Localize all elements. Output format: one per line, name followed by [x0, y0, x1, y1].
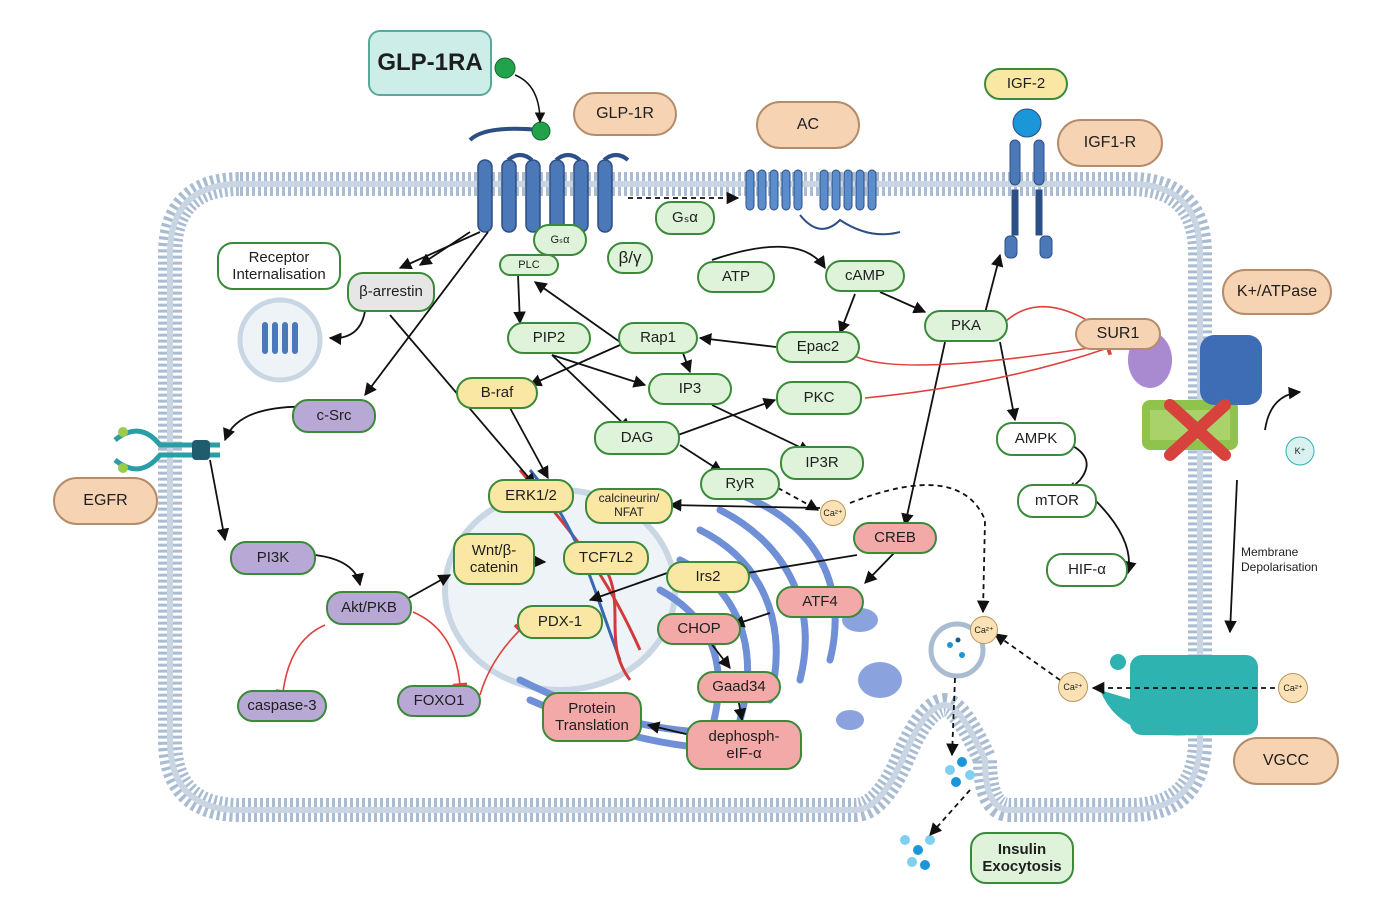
hif-alpha-node: HIF-α: [1046, 553, 1128, 587]
igf1-receptor-icon: [1004, 108, 1053, 259]
glp1r-label: GLP-1R: [573, 92, 677, 136]
internalised-receptor-icon: [237, 297, 323, 383]
glp1-receptor-icon: [468, 126, 630, 233]
foxo1-node: FOXO1: [397, 685, 481, 717]
chop-node: CHOP: [657, 613, 741, 645]
cell-membrane: [158, 172, 1212, 822]
wnt-beta-catenin-node: Wnt/β- catenin: [453, 533, 535, 585]
caspase3-node: caspase-3: [237, 690, 327, 722]
igf2-label: IGF-2: [984, 68, 1068, 100]
calcineurin-nfat-node: calcineurin/ NFAT: [585, 488, 673, 524]
katpase-label: K+/ATPase: [1222, 269, 1332, 315]
bound-ligand-icon: [531, 121, 551, 141]
calcium-ion-extracellular: Ca²⁺: [1278, 673, 1308, 703]
calcium-ion-cytosol: Ca²⁺: [1058, 672, 1088, 702]
pka-node: PKA: [924, 310, 1008, 342]
braf-node: B-raf: [456, 377, 538, 409]
ryr-node: RyR: [700, 468, 780, 500]
calcium-ion-er: Ca²⁺: [820, 500, 846, 526]
plc-label: PLC: [499, 254, 559, 276]
pip2-node: PIP2: [507, 322, 591, 354]
akt-pkb-node: Akt/PKB: [326, 591, 412, 625]
dephosph-eif-node: dephosph- eIF-α: [686, 720, 802, 770]
calcium-ion-vesicle: Ca²⁺: [970, 616, 998, 644]
insulin-exocytosis-node: Insulin Exocytosis: [970, 832, 1074, 884]
potassium-ion: K⁺: [1294, 445, 1306, 456]
atf4-node: ATF4: [776, 586, 864, 618]
irs2-node: Irs2: [666, 561, 750, 593]
vgcc-icon: [1100, 654, 1258, 736]
beta-arrestin-node: β-arrestin: [347, 272, 435, 312]
mtor-node: mTOR: [1017, 484, 1097, 518]
epac2-node: Epac2: [776, 331, 860, 363]
sur1-label: SUR1: [1075, 318, 1161, 350]
igf1r-label: IGF1-R: [1057, 119, 1163, 167]
ligand-icon: [494, 57, 516, 79]
egfr-icon: [113, 427, 220, 473]
rap1-node: Rap1: [618, 322, 698, 354]
insulin-vesicles-icon: [900, 621, 986, 870]
protein-translation-node: Protein Translation: [542, 692, 642, 742]
egfr-label: EGFR: [53, 477, 158, 525]
beta-gamma-subunit: β/γ: [607, 242, 653, 274]
dag-node: DAG: [594, 421, 680, 455]
ampk-node: AMPK: [996, 422, 1076, 456]
ip3r-node: IP3R: [780, 446, 864, 480]
adenylate-cyclase-icon: [745, 169, 901, 236]
creb-node: CREB: [853, 522, 937, 554]
receptor-internalisation: Receptor Internalisation: [217, 242, 341, 290]
gs-alpha-bound: Gₛα: [533, 224, 587, 256]
ip3-node: IP3: [648, 373, 732, 405]
activation-arrows: [209, 231, 1302, 736]
gaad34-node: Gaad34: [697, 671, 781, 703]
atp-node: ATP: [697, 261, 775, 293]
vgcc-label: VGCC: [1233, 737, 1339, 785]
c-src-node: c-Src: [292, 399, 376, 433]
katp-channel-icon: [1128, 332, 1315, 466]
pdx1-node: PDX-1: [517, 605, 603, 639]
membrane-depolarisation-label: Membrane Depolarisation: [1241, 545, 1318, 574]
camp-node: cAMP: [825, 260, 905, 292]
dashed-arrows: [628, 191, 1275, 836]
pkc-node: PKC: [776, 381, 862, 415]
ac-label: AC: [756, 101, 860, 149]
glp1ra-label: GLP-1RA: [368, 30, 492, 96]
gs-alpha-outer: Gₛα: [655, 201, 715, 235]
erk12-node: ERK1/2: [488, 479, 574, 513]
pi3k-node: PI3K: [230, 541, 316, 575]
tcf7l2-node: TCF7L2: [563, 541, 649, 575]
